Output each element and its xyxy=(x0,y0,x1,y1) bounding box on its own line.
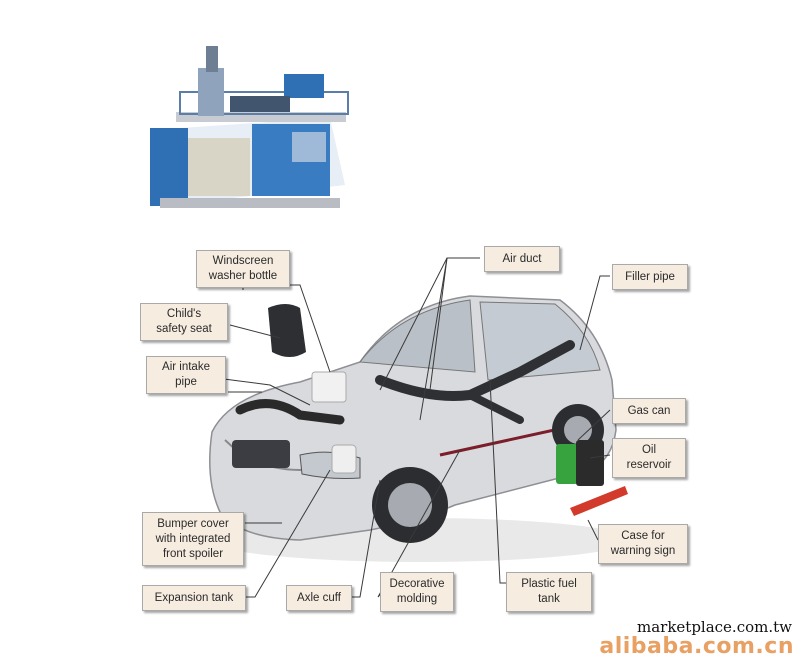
label-case-for-warning-sign: Case for warning sign xyxy=(598,524,688,564)
label-gas-can: Gas can xyxy=(612,398,686,424)
label-bumper-cover: Bumper cover with integrated front spoil… xyxy=(142,512,244,566)
car-illustration xyxy=(209,295,630,562)
label-air-intake-pipe: Air intake pipe xyxy=(146,356,226,394)
label-plastic-fuel-tank: Plastic fuel tank xyxy=(506,572,592,612)
label-childs-safety-seat: Child's safety seat xyxy=(140,303,228,341)
label-expansion-tank: Expansion tank xyxy=(142,585,246,611)
label-oil-reservoir: Oil reservoir xyxy=(612,438,686,478)
label-axle-cuff: Axle cuff xyxy=(286,585,352,611)
label-decorative-molding: Decorative molding xyxy=(380,572,454,612)
label-filler-pipe: Filler pipe xyxy=(612,264,688,290)
watermark-alibaba: alibaba.com.cn xyxy=(599,634,794,659)
watermark-marketplace: marketplace.com.tw xyxy=(636,618,792,636)
blow-molding-machine xyxy=(150,46,349,208)
label-windscreen-washer-bottle: Windscreen washer bottle xyxy=(196,250,290,288)
label-air-duct: Air duct xyxy=(484,246,560,272)
